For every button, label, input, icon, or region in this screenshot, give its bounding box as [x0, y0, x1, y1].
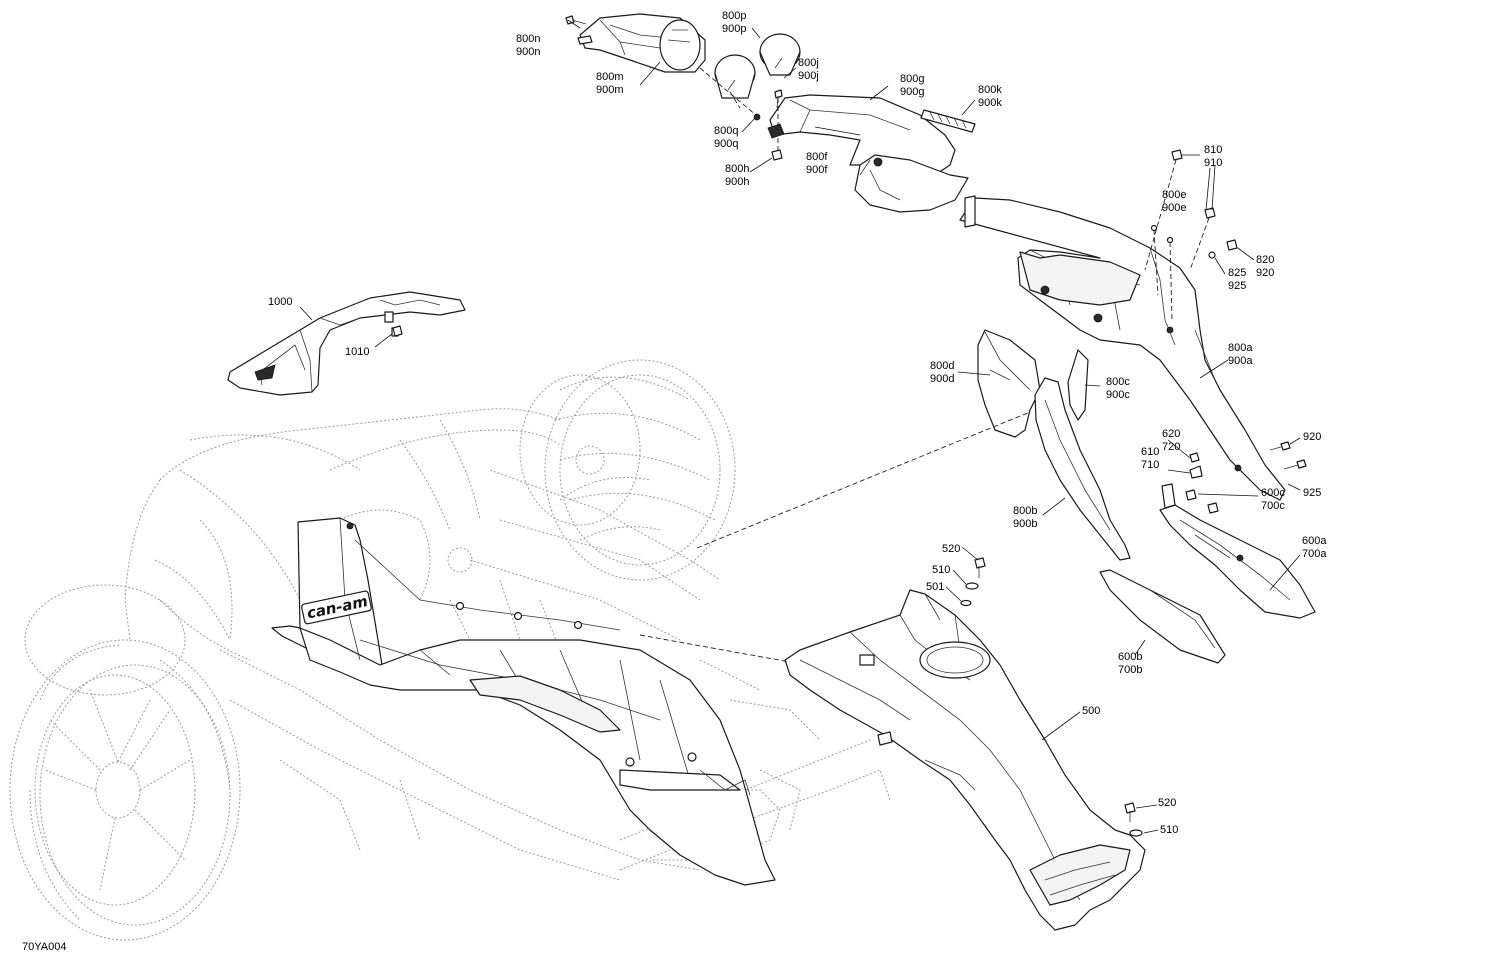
callout-720: 720 [1162, 441, 1180, 453]
assembly-leader-lines [299, 19, 1301, 834]
callout-620: 620 [1162, 428, 1180, 440]
part-800m-housing [577, 13, 706, 73]
callout-520-upper: 520 [942, 543, 960, 555]
part-800a-rear-panel [959, 195, 1286, 501]
ghost-front-tire [9, 639, 241, 941]
callout-925-upper: 925 [1228, 280, 1246, 292]
callout-800a: 800a [1228, 342, 1253, 354]
callout-1010: 1010 [345, 346, 369, 358]
callout-900h: 900h [725, 176, 749, 188]
callout-900g: 900g [900, 86, 924, 98]
callout-800p: 800p [722, 10, 746, 22]
part-800d-pad [977, 329, 1041, 438]
callout-800b: 800b [1013, 505, 1037, 517]
callout-800f: 800f [806, 151, 828, 163]
callout-600b: 600b [1118, 651, 1142, 663]
callout-900b: 900b [1013, 518, 1037, 530]
callout-800e: 800e [1162, 189, 1186, 201]
callout-500: 500 [1082, 705, 1100, 717]
callout-800q: 800q [714, 125, 738, 137]
part-1000-deflector [227, 291, 466, 396]
ghost-far-tire [24, 584, 186, 696]
callout-800n: 800n [516, 33, 540, 45]
callout-510-lower: 510 [1160, 824, 1178, 836]
callout-1000: 1000 [268, 296, 292, 308]
part-800k-decal [920, 109, 976, 133]
callout-510-upper: 510 [932, 564, 950, 576]
callout-800j: 800j [798, 57, 819, 69]
callout-labels: 1000 1010 800n 900n 800m 900m 800p 900p … [268, 10, 1327, 836]
callout-900k: 900k [978, 97, 1002, 109]
part-500-center-tunnel [784, 589, 1146, 931]
callout-501: 501 [926, 581, 944, 593]
callout-600c: 600c [1261, 487, 1285, 499]
callout-800c: 800c [1106, 376, 1130, 388]
callout-610: 610 [1141, 446, 1159, 458]
callout-925-lower: 925 [1303, 487, 1321, 499]
callout-900p: 900p [722, 23, 746, 35]
callout-920-upper: 920 [1256, 267, 1274, 279]
callout-900q: 900q [714, 138, 738, 150]
callout-900a: 900a [1228, 355, 1253, 367]
part-600b-panel [1099, 569, 1226, 664]
part-800b-side-panel [1034, 377, 1131, 561]
part-600a-side-trim [1159, 483, 1316, 619]
callout-520-lower: 520 [1158, 797, 1176, 809]
callout-800h: 800h [725, 163, 749, 175]
part-800g-console [767, 94, 969, 213]
callout-600a: 600a [1302, 535, 1327, 547]
part-800c-strip [1067, 349, 1089, 421]
callout-800d: 800d [930, 360, 954, 372]
callout-825: 825 [1228, 267, 1246, 279]
callout-700a: 700a [1302, 548, 1327, 560]
callout-820: 820 [1256, 254, 1274, 266]
callout-810: 810 [1204, 144, 1222, 156]
ghost-rear-tire [519, 359, 736, 581]
figure-code: 70YA004 [22, 941, 66, 953]
callout-900e: 900e [1162, 202, 1186, 214]
callout-900c: 900c [1106, 389, 1130, 401]
callout-900m: 900m [596, 84, 624, 96]
callout-710: 710 [1141, 459, 1159, 471]
part-side-body-panel: can-am [271, 517, 776, 886]
callout-700c: 700c [1261, 500, 1285, 512]
callout-920-lower: 920 [1303, 431, 1321, 443]
hardware-fasteners [392, 15, 1307, 837]
callout-900j: 900j [798, 70, 819, 82]
part-800p-gauges [714, 33, 801, 99]
callout-700b: 700b [1118, 664, 1142, 676]
callout-910: 910 [1204, 157, 1222, 169]
callout-900f: 900f [806, 164, 828, 176]
callout-800k: 800k [978, 84, 1002, 96]
callout-900d: 900d [930, 373, 954, 385]
callout-900n: 900n [516, 46, 540, 58]
callout-800m: 800m [596, 71, 624, 83]
callout-800g: 800g [900, 73, 924, 85]
